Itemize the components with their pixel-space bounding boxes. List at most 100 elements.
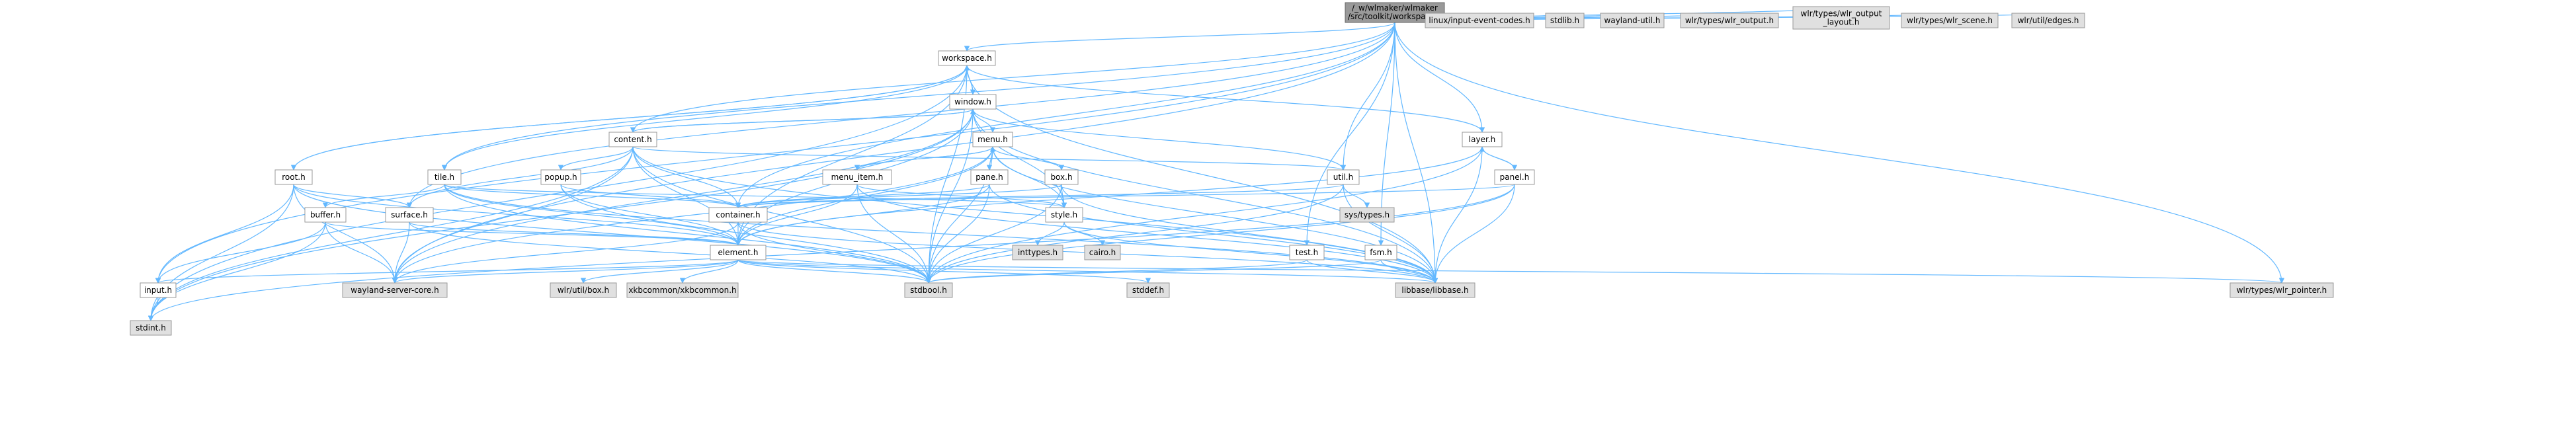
node-label: popup.h (544, 173, 577, 182)
edge-tile-h-to-container-h (444, 184, 741, 208)
node-fsm-h[interactable]: fsm.h (1364, 245, 1397, 260)
node-label: util.h (1333, 173, 1353, 182)
node-test-h[interactable]: test.h (1289, 245, 1325, 260)
node-wlr-scene-h: wlr/types/wlr_scene.h (1901, 13, 1999, 28)
edge-workspace-h-to-element-h (735, 65, 968, 246)
node-label: root.h (282, 173, 305, 182)
edge-fsm-h-to-stdbool-h (926, 259, 1382, 284)
edge-menu-h-to-wayland-server-core-h (392, 146, 993, 284)
edge-surface-h-to-wayland-server-core-h (392, 221, 410, 284)
edge-tile-h-to-element-h (444, 184, 741, 246)
edge-root-to-libbase-h (1394, 22, 1438, 284)
node-layer-h[interactable]: layer.h (1462, 132, 1503, 147)
node-label: wlr/types/wlr_output (1801, 9, 1882, 19)
node-label: _layout.h (1823, 18, 1860, 27)
edge-element-h-to-stdbool-h (737, 259, 932, 284)
edge-fsm-h-to-libbase-h (1380, 259, 1438, 284)
node-label: cairo.h (1089, 248, 1116, 257)
node-pane-h[interactable]: pane.h (970, 169, 1009, 185)
edge-util-h-to-libbase-h (1343, 184, 1438, 284)
edge-content-h-to-popup-h (558, 146, 634, 171)
node-content-h[interactable]: content.h (608, 132, 657, 147)
node-label: test.h (1296, 248, 1318, 257)
node-menu-h[interactable]: menu.h (972, 132, 1013, 147)
edge-style-h-to-libbase-h (1063, 221, 1438, 284)
node-label: sys/types.h (1345, 210, 1390, 219)
node-stddef-h: stddef.h (1126, 282, 1170, 298)
node-stdbool-h: stdbool.h (904, 282, 953, 298)
edge-panel-h-to-container-h (735, 184, 1515, 208)
node-window-h[interactable]: window.h (949, 94, 997, 110)
edge-root-to-util-h (1340, 22, 1395, 171)
node-box-h[interactable]: box.h (1044, 169, 1079, 185)
node-root-h[interactable]: root.h (274, 169, 313, 185)
node-util-h[interactable]: util.h (1327, 169, 1360, 185)
edge-tile-h-to-buffer-h (322, 184, 445, 208)
edge-root-to-content-h (630, 22, 1395, 133)
node-wlr-pointer-h: wlr/types/wlr_pointer.h (2229, 282, 2334, 298)
edge-util-h-to-sys-types-h (1343, 184, 1370, 208)
edge-root-h-to-surface-h (293, 184, 413, 208)
node-root[interactable]: /_w/wlmaker/wlmaker /src/toolkit/workspa… (1345, 2, 1445, 23)
node-label: wlr/util/edges.h (2018, 16, 2079, 25)
edge-element-h-to-stddef-h (737, 259, 1151, 284)
node-input-h[interactable]: input.h (140, 282, 177, 298)
node-workspace-h[interactable]: workspace.h (938, 50, 996, 66)
edge-window-h-to-stdint-h (147, 108, 974, 321)
node-buffer-h[interactable]: buffer.h (304, 207, 347, 223)
node-surface-h[interactable]: surface.h (385, 207, 434, 223)
node-label: fsm.h (1370, 248, 1392, 257)
node-label: pane.h (976, 173, 1003, 182)
edge-content-h-to-container-h (632, 146, 741, 208)
edge-root-h-to-stdint-h (147, 184, 294, 321)
edge-layer (147, 6, 2285, 321)
edge-element-h-to-input-h (155, 259, 739, 284)
node-sys-types-h: sys/types.h (1339, 207, 1395, 223)
edge-root-to-wayland-server-core-h (392, 22, 1395, 284)
edge-panel-h-to-libbase-h (1432, 184, 1515, 284)
edge-tile-h-to-stdbool-h (444, 184, 932, 284)
node-wlr-output-h: wlr/types/wlr_output.h (1680, 13, 1779, 28)
edge-box-h-to-libbase-h (1061, 184, 1438, 284)
node-xkbcommon-h: xkbcommon/xkbcommon.h (626, 282, 739, 298)
edge-menu-item-h-to-menu-h (856, 146, 996, 171)
node-label: xkbcommon/xkbcommon.h (628, 286, 736, 295)
node-menu-item-h[interactable]: menu_item.h (822, 169, 892, 185)
node-wayland-server-core-h: wayland-server-core.h (342, 282, 448, 298)
node-label: libbase/libbase.h (1401, 286, 1468, 295)
node-tile-h[interactable]: tile.h (427, 169, 462, 185)
node-stdlib-h: stdlib.h (1545, 13, 1585, 28)
edge-pane-h-to-libbase-h (989, 184, 1438, 284)
edge-popup-h-to-stdbool-h (560, 184, 932, 284)
edge-layer-h-to-stdbool-h (925, 146, 1483, 284)
node-label: layer.h (1469, 135, 1495, 144)
node-label: panel.h (1500, 173, 1530, 182)
node-label: menu_item.h (831, 173, 884, 182)
edge-root-h-to-wayland-server-core-h (293, 184, 398, 284)
node-label: surface.h (391, 210, 428, 219)
node-libbase-h: libbase/libbase.h (1395, 282, 1475, 298)
edge-tile-h-to-libbase-h (444, 184, 1438, 284)
node-label: wlr/types/wlr_scene.h (1907, 16, 1993, 25)
edge-workspace-h-to-tile-h (441, 65, 968, 171)
edge-workspace-h-to-stdint-h (147, 65, 968, 321)
edge-root-to-layer-h (1394, 22, 1485, 133)
node-label: stddef.h (1132, 286, 1164, 295)
node-style-h[interactable]: style.h (1045, 207, 1083, 223)
edge-menu-h-to-libbase-h (992, 146, 1438, 284)
edge-layer-h-to-libbase-h (1432, 146, 1483, 284)
node-label: stdint.h (136, 323, 166, 333)
node-label: tile.h (435, 173, 454, 182)
edge-window-h-to-util-h (972, 108, 1347, 171)
edge-menu-item-h-to-element-h (735, 184, 858, 246)
node-panel-h[interactable]: panel.h (1494, 169, 1535, 185)
node-container-h[interactable]: container.h (708, 207, 768, 223)
node-popup-h[interactable]: popup.h (540, 169, 581, 185)
node-label: style.h (1051, 210, 1077, 219)
node-label: linux/input-event-codes.h (1429, 16, 1530, 25)
node-label: element.h (718, 248, 759, 257)
node-element-h[interactable]: element.h (710, 245, 767, 260)
node-label: menu.h (977, 135, 1008, 144)
edge-root-h-to-input-h (155, 184, 294, 284)
edge-window-h-to-wayland-server-core-h (392, 108, 974, 284)
